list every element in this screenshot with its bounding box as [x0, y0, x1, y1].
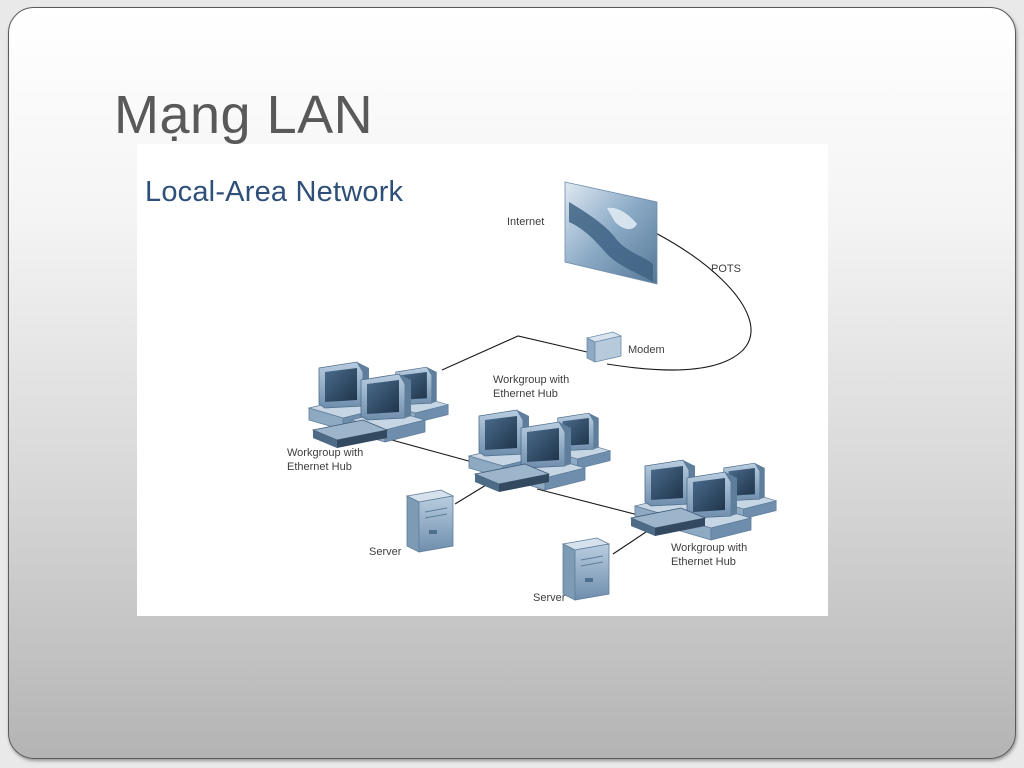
label-modem: Modem [628, 344, 665, 356]
label-pots: POTS [711, 263, 741, 275]
internet-map [564, 181, 658, 285]
label-server-right: Server [533, 592, 566, 604]
label-workgroup-center: Workgroup with Ethernet Hub [493, 374, 570, 400]
lan-diagram-graphics [308, 181, 777, 601]
slide-title: Mạng LAN [114, 85, 374, 145]
server-left [406, 489, 454, 553]
modem-device [585, 331, 623, 363]
label-server-left: Server [369, 546, 402, 558]
workgroup-center [468, 409, 611, 493]
server-right [562, 537, 610, 601]
link-workgroup-modem [441, 335, 588, 371]
workgroup-left [308, 361, 449, 449]
workgroup-right [630, 459, 777, 541]
network-links [376, 213, 752, 555]
lan-diagram: Local-Area Network Internet POTS Modem W… [137, 144, 828, 616]
label-workgroup-left: Workgroup with Ethernet Hub [287, 447, 364, 473]
label-workgroup-right: Workgroup with Ethernet Hub [671, 542, 748, 568]
link-pots [606, 213, 752, 371]
diagram-heading: Local-Area Network [145, 176, 404, 208]
label-internet: Internet [507, 216, 545, 228]
slide: Mạng LAN [8, 7, 1016, 759]
link-center-hub-right-hub [536, 488, 643, 517]
link-right-hub-server-right [612, 527, 653, 555]
